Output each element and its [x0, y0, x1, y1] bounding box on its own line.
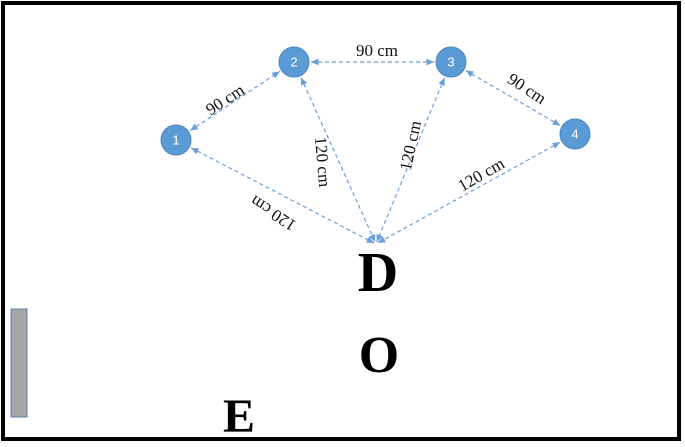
edge-label-3-D: 120 cm: [396, 119, 425, 172]
node-1: [160, 124, 192, 156]
side-bar: [10, 308, 28, 418]
edge-label-1-2: 90 cm: [202, 80, 248, 119]
node-2: [278, 46, 310, 78]
edge-3-4: [465, 70, 561, 126]
edge-label-1-D: 120 cm: [247, 192, 300, 235]
node-label-2: 2: [290, 54, 297, 69]
letter-e: E: [223, 390, 255, 443]
edge-label-2-D: 120 cm: [311, 136, 334, 188]
letter-d: D: [358, 242, 398, 304]
node-label-4: 4: [571, 126, 578, 141]
edge-label-3-4: 90 cm: [504, 69, 550, 108]
edge-2-D: [300, 77, 376, 243]
edges-layer: [189, 58, 561, 244]
edge-1-2: [189, 70, 281, 132]
edge-label-4-D: 120 cm: [455, 154, 508, 196]
node-label-1: 1: [172, 132, 179, 147]
edge-label-2-3: 90 cm: [356, 41, 398, 60]
nodes-layer: 1 2 3 4: [160, 46, 591, 156]
frame-border: [1, 1, 681, 441]
node-label-3: 3: [447, 54, 454, 69]
edge-labels-layer: 90 cm 90 cm 90 cm 120 cm 120 cm 120 cm 120 cm: [202, 41, 549, 235]
node-4: [559, 118, 591, 150]
letter-o: O: [359, 327, 399, 384]
node-3: [435, 46, 467, 78]
